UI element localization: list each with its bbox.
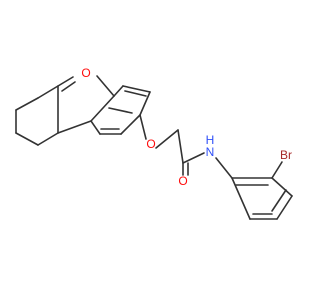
- bond: [155, 129, 179, 149]
- atom-labels: O O O N H Br: [81, 66, 292, 188]
- bond-lines: [15, 75, 293, 220]
- bond: [37, 132, 59, 146]
- atom-label-bromine: Br: [280, 148, 292, 162]
- bond: [57, 120, 92, 134]
- bond: [139, 114, 147, 140]
- bond: [215, 157, 233, 179]
- bond: [57, 76, 74, 87]
- bond: [120, 114, 141, 135]
- bond: [177, 129, 184, 164]
- atom-label-oxygen-ether: O: [146, 137, 155, 151]
- structure-canvas: O O O N H Br: [15, 66, 293, 220]
- bond: [113, 85, 124, 97]
- bond: [37, 85, 59, 99]
- molecule-diagram: O O O N H Br: [15, 66, 293, 220]
- bond: [182, 152, 205, 164]
- bond: [231, 177, 251, 220]
- atom-label-nitrogen: N: [206, 145, 215, 159]
- bond: [96, 75, 115, 97]
- bond: [271, 161, 283, 179]
- bond: [108, 107, 133, 114]
- bond: [139, 91, 151, 116]
- atom-label-oxygen-ring: O: [81, 66, 90, 80]
- bond: [271, 177, 293, 197]
- atom-label-oxygen-carbonyl: O: [178, 174, 187, 188]
- bond: [15, 97, 39, 111]
- bond: [271, 189, 287, 212]
- bond: [122, 85, 151, 93]
- bond: [15, 132, 39, 146]
- bond: [61, 81, 76, 92]
- bond: [124, 90, 147, 97]
- bond: [276, 195, 293, 220]
- bond: [90, 120, 101, 135]
- bond: [90, 95, 115, 122]
- atom-label-hydrogen: H: [206, 133, 215, 147]
